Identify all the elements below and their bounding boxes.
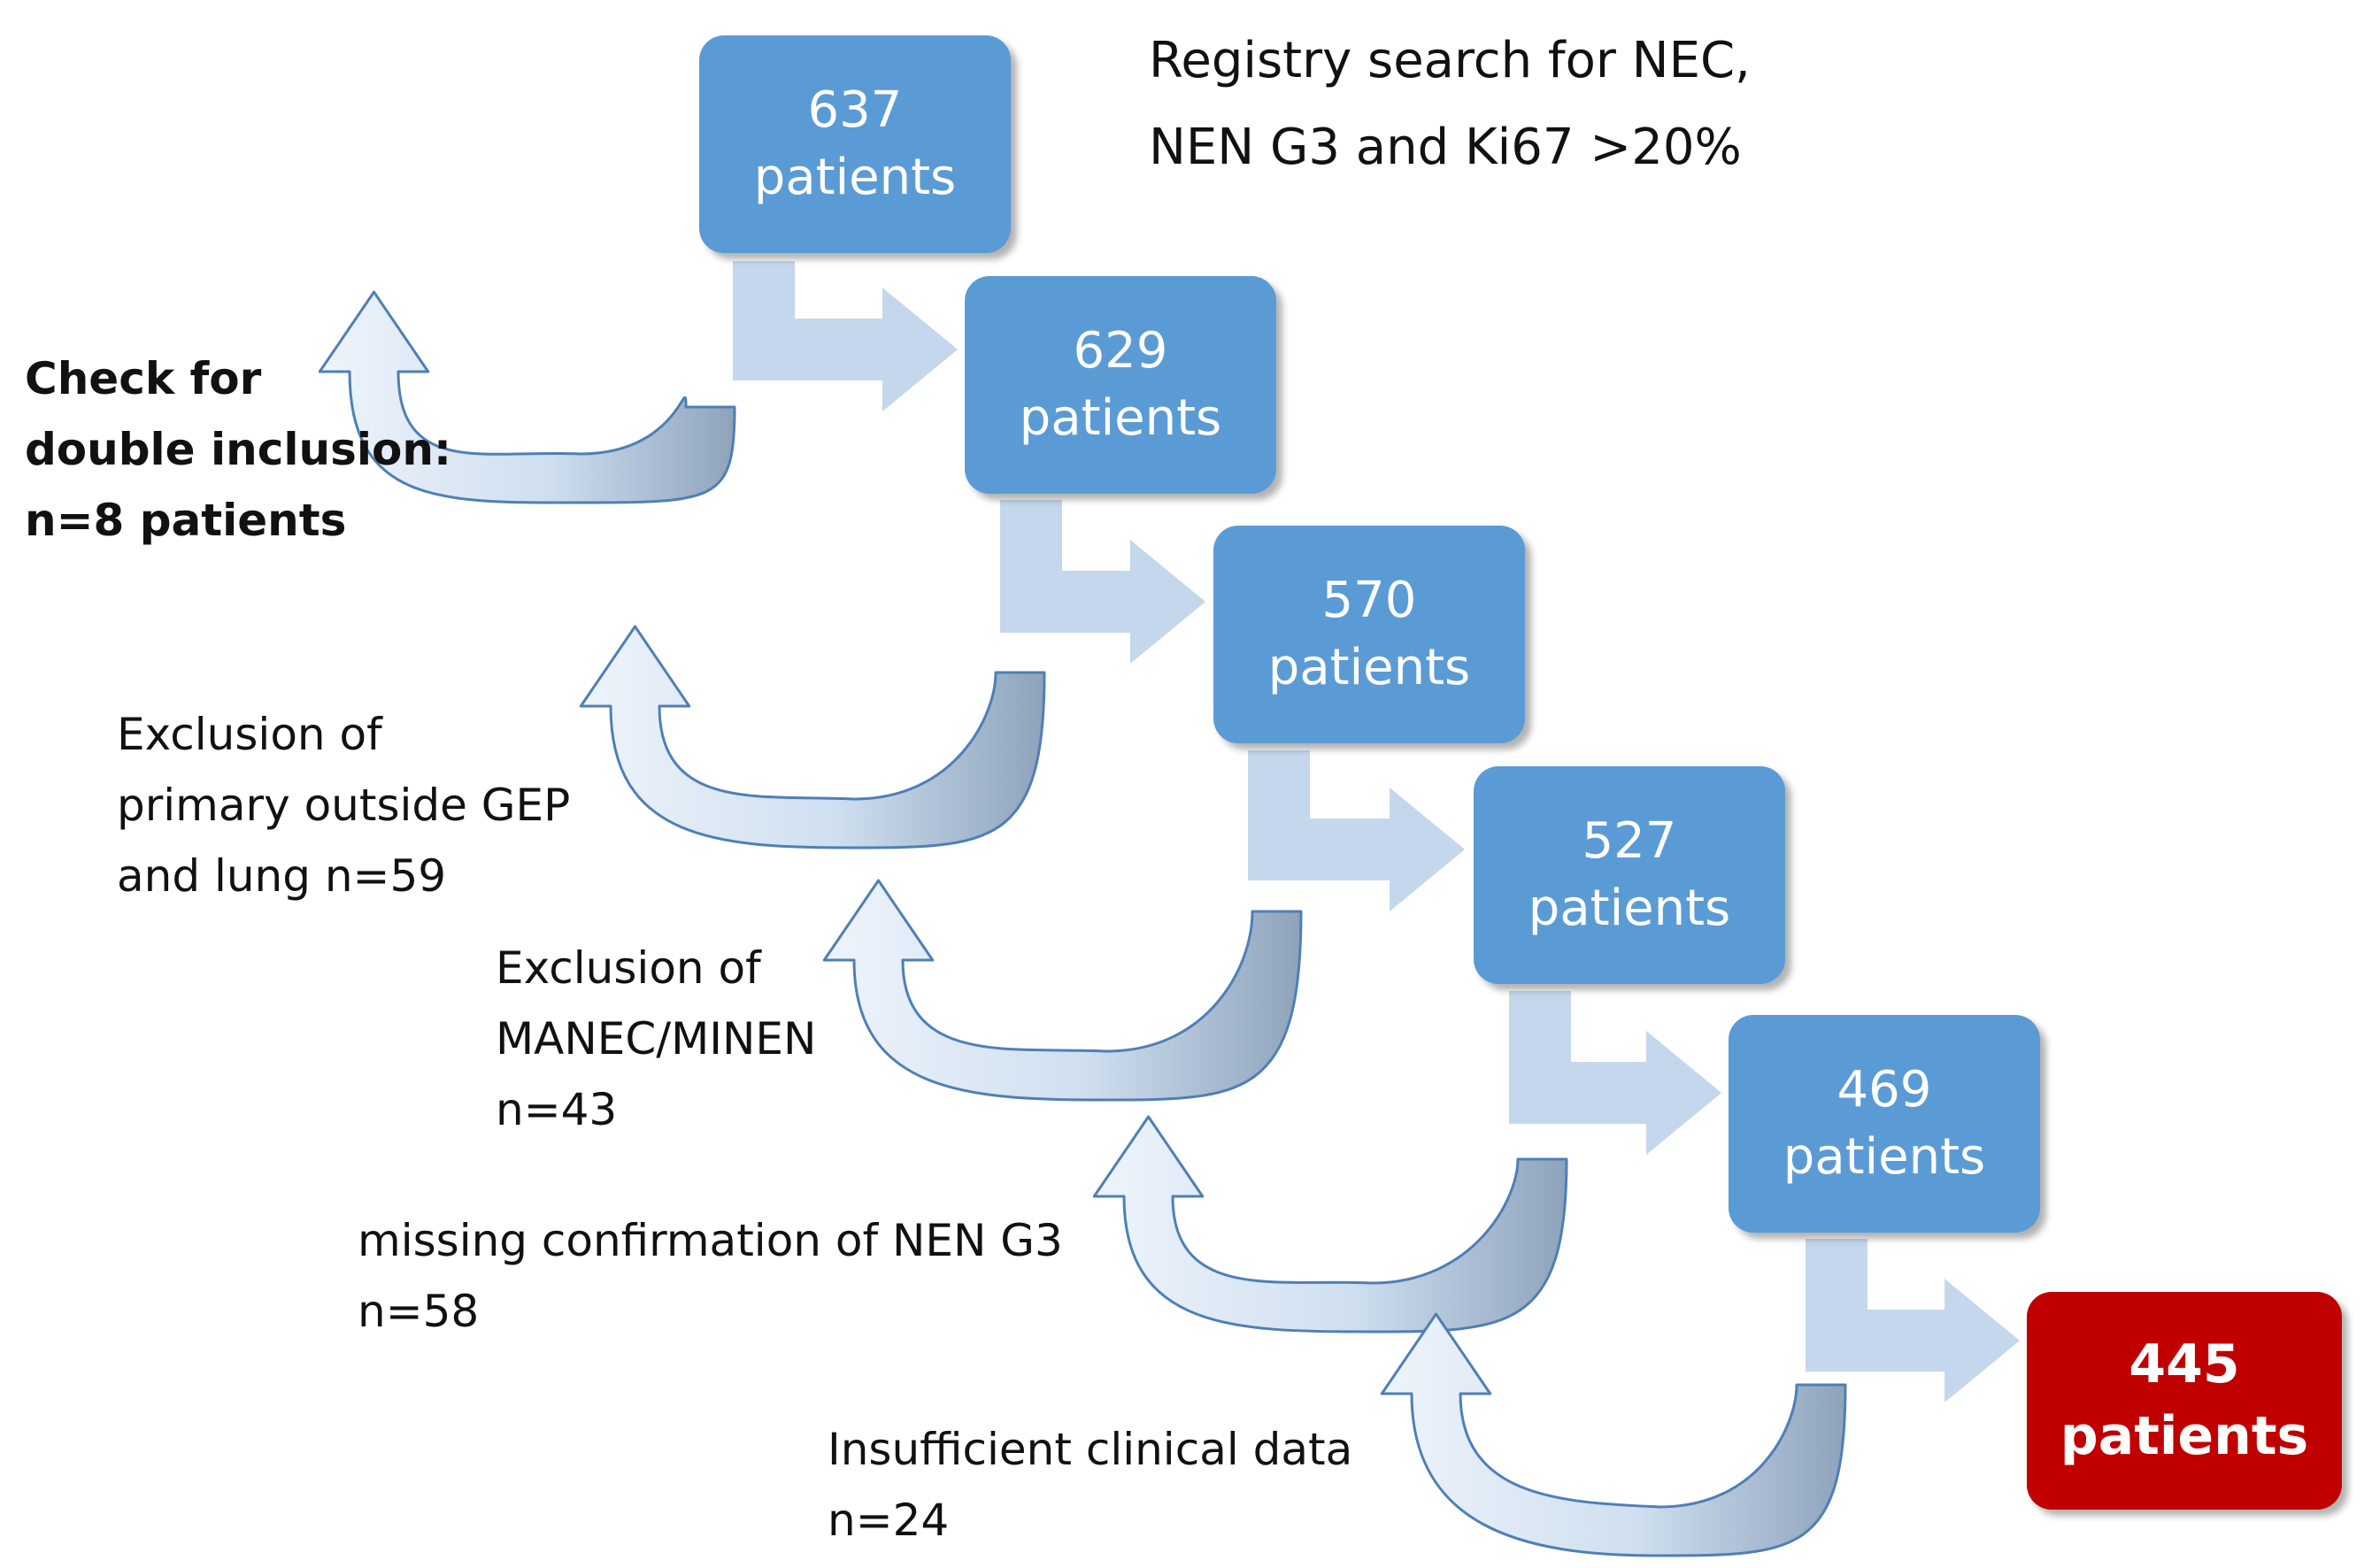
curved-u-turn-arrow-icon xyxy=(822,879,1303,1102)
step-count: 527 xyxy=(1582,812,1677,871)
note-line: n=24 xyxy=(828,1495,950,1546)
note-line: MANEC/MINEN xyxy=(496,1013,817,1065)
curved-u-turn-arrow-icon xyxy=(1380,1312,1847,1557)
step-box-629: 629 patients xyxy=(965,276,1276,494)
step-count: 637 xyxy=(807,81,903,140)
bent-arrow-icon xyxy=(1000,500,1205,664)
bent-arrow-icon xyxy=(1509,991,1721,1155)
exclusion-note-double-inclusion: Check for double inclusion: n=8 patients xyxy=(25,343,451,556)
step-count: 445 xyxy=(2129,1334,2240,1395)
step-box-637: 637 patients xyxy=(699,35,1011,253)
step-label: patients xyxy=(1783,1128,1986,1186)
step-label: patients xyxy=(1267,639,1471,696)
title-line: Registry search for NEC, xyxy=(1149,32,1751,89)
curved-u-turn-arrow-icon xyxy=(318,290,736,504)
curved-u-turn-arrow-icon xyxy=(579,625,1046,849)
bent-arrow-icon xyxy=(1806,1239,2020,1403)
note-line: n=8 patients xyxy=(25,495,347,546)
exclusion-note-insufficient-data: Insufficient clinical data n=24 xyxy=(828,1414,1352,1556)
curved-u-turn-arrow-icon xyxy=(1092,1115,1568,1334)
exclusion-note-manec-minen: Exclusion of MANEC/MINEN n=43 xyxy=(496,933,816,1145)
note-line: double inclusion: xyxy=(25,424,451,475)
note-line: Check for xyxy=(25,353,262,404)
note-line: Insufficient clinical data xyxy=(828,1424,1353,1475)
step-box-445-final: 445 patients xyxy=(2027,1292,2342,1510)
step-count: 629 xyxy=(1073,322,1168,380)
diagram-title: Registry search for NEC, NEN G3 and Ki67… xyxy=(1149,18,1751,191)
step-label: patients xyxy=(1528,880,1731,937)
step-label: patients xyxy=(2060,1405,2309,1467)
step-label: patients xyxy=(1019,389,1222,447)
step-box-570: 570 patients xyxy=(1213,526,1525,743)
step-box-469: 469 patients xyxy=(1729,1015,2040,1233)
exclusion-note-missing-confirmation: missing confirmation of NEN G3 n=58 xyxy=(358,1205,1063,1347)
step-label: patients xyxy=(753,149,957,206)
note-line: n=43 xyxy=(496,1084,618,1135)
note-line: primary outside GEP xyxy=(117,780,571,831)
bent-arrow-icon xyxy=(733,261,958,411)
note-line: Exclusion of xyxy=(117,709,382,760)
step-count: 469 xyxy=(1837,1061,1932,1119)
step-box-527: 527 patients xyxy=(1474,766,1785,984)
note-line: and lung n=59 xyxy=(117,850,447,902)
note-line: n=58 xyxy=(358,1286,480,1337)
bent-arrow-icon xyxy=(1248,750,1465,911)
title-line: NEN G3 and Ki67 >20% xyxy=(1149,119,1742,176)
note-line: missing confirmation of NEN G3 xyxy=(358,1215,1063,1266)
note-line: Exclusion of xyxy=(496,942,761,994)
step-count: 570 xyxy=(1321,572,1417,630)
exclusion-note-primary-outside: Exclusion of primary outside GEP and lun… xyxy=(117,699,570,911)
